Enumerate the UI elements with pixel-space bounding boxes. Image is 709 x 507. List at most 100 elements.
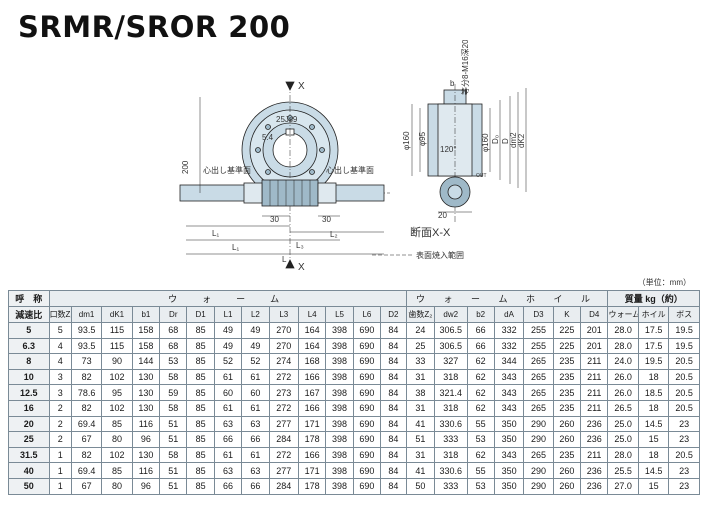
table-cell: 51 — [405, 431, 436, 448]
table-cell: 260 — [552, 477, 582, 495]
table-cell: 398 — [325, 353, 354, 370]
table-cell: 102 — [101, 368, 133, 386]
table-cell: 85 — [186, 462, 215, 479]
table-cell: 66 — [466, 322, 495, 339]
table-cell: 84 — [380, 384, 407, 401]
spec-table: 呼 称 ウ ォ ー ム ウ ォ ー ム ホ イ ル 質量 kg（約） 減速比 口… — [8, 290, 700, 495]
table-cell: 333 — [434, 477, 468, 495]
spec-table-head: 呼 称 ウ ォ ー ム ウ ォ ー ム ホ イ ル 質量 kg（約） 減速比 口… — [8, 290, 700, 323]
worm-col-header-6: L1 — [213, 306, 243, 323]
ratio-header-2: 減速比 — [8, 306, 50, 323]
phi95: φ95 — [418, 131, 427, 146]
table-cell: 18 — [637, 399, 670, 417]
dimension-lines — [186, 97, 384, 255]
table-cell: 80 — [101, 477, 133, 495]
table-cell: 166 — [297, 446, 327, 464]
table-cell: 14.5 — [637, 462, 670, 479]
table-cell: 290 — [523, 431, 554, 448]
table-cell: 290 — [523, 415, 554, 433]
table-cell: 272 — [268, 446, 300, 464]
table-cell: 15 — [637, 431, 670, 448]
table-cell: 398 — [325, 431, 354, 448]
table-cell: 84 — [380, 431, 407, 448]
table-cell: 255 — [523, 337, 554, 355]
section-caption: 断面X-X — [410, 225, 451, 239]
table-cell: 96 — [131, 477, 161, 495]
table-cell: 52 — [241, 353, 270, 370]
table-cell: 26.0 — [607, 368, 639, 386]
table-cell: 68 — [159, 337, 188, 355]
table-cell: 284 — [268, 431, 300, 448]
label-D: D — [501, 138, 510, 144]
table-cell: 290 — [523, 477, 554, 495]
ratio-cell: 10 — [8, 368, 50, 386]
table-cell: 61 — [213, 399, 243, 417]
table-cell: 49 — [241, 322, 270, 339]
table-cell: 332 — [493, 337, 525, 355]
label-dK2: dK2 — [517, 133, 526, 148]
table-cell: 62 — [466, 384, 495, 401]
front-view-labels: X X 200 25Js9 5.4 心出し基準面 心出し基準面 30 30 L₁… — [181, 81, 374, 273]
table-cell: 58 — [159, 399, 188, 417]
table-cell: 20.5 — [668, 353, 700, 370]
table-cell: 20.5 — [668, 384, 700, 401]
table-cell: 60 — [241, 384, 270, 401]
table-cell: 398 — [325, 415, 354, 433]
table-cell: 80 — [101, 431, 133, 448]
table-cell: 84 — [380, 353, 407, 370]
table-cell: 178 — [297, 431, 327, 448]
table-cell: 67 — [70, 431, 103, 448]
ref-plane-right: 心出し基準面 — [326, 165, 374, 175]
section-arrow-bottom — [285, 259, 295, 269]
table-cell: 330.6 — [434, 462, 468, 479]
table-cell: 96 — [131, 431, 161, 448]
key-depth: 5.4 — [262, 133, 274, 142]
table-cell: 95 — [101, 384, 133, 401]
table-cell: 102 — [101, 446, 133, 464]
table-cell: 235 — [552, 353, 582, 370]
table-cell: 116 — [131, 415, 161, 433]
unit-note: （単位：mm） — [637, 278, 691, 287]
dim-L3: L₃ — [296, 241, 304, 250]
table-cell: 255 — [523, 322, 554, 339]
table-cell: 236 — [580, 431, 609, 448]
table-cell: 235 — [552, 399, 582, 417]
table-cell: 63 — [213, 462, 243, 479]
table-cell: 18 — [637, 446, 670, 464]
table-cell: 20.5 — [668, 446, 700, 464]
table-cell: 18 — [637, 368, 670, 386]
table-cell: 19.5 — [668, 337, 700, 355]
table-cell: 17.5 — [637, 322, 670, 339]
mass-group-header: 質量 kg（約） — [607, 290, 700, 307]
table-cell: 398 — [325, 477, 354, 495]
wheel-col-header-0: 歯数Z₂ — [405, 306, 436, 323]
table-cell: 49 — [213, 337, 243, 355]
table-cell: 51 — [159, 477, 188, 495]
table-cell: 130 — [131, 368, 161, 386]
table-cell: 144 — [131, 353, 161, 370]
table-cell: 343 — [493, 368, 525, 386]
table-cell: 130 — [131, 384, 161, 401]
table-cell: 398 — [325, 446, 354, 464]
table-cell: 260 — [552, 415, 582, 433]
table-cell: 236 — [580, 477, 609, 495]
table-cell: 61 — [241, 399, 270, 417]
worm-col-header-0: 口数Z₁ — [48, 306, 72, 323]
technical-drawing: X X 200 25Js9 5.4 心出し基準面 心出し基準面 30 30 L₁… — [179, 40, 527, 273]
table-cell: 25.5 — [607, 462, 639, 479]
table-cell: 66 — [213, 477, 243, 495]
tap-label: 等分8-M16深20 — [460, 40, 470, 95]
table-cell: 66 — [241, 477, 270, 495]
table-cell: 306.5 — [434, 337, 468, 355]
ratio-cell: 8 — [8, 353, 50, 370]
side-section-view — [372, 84, 527, 256]
table-cell: 4 — [48, 337, 72, 355]
wheel-col-header-3: dA — [493, 306, 525, 323]
